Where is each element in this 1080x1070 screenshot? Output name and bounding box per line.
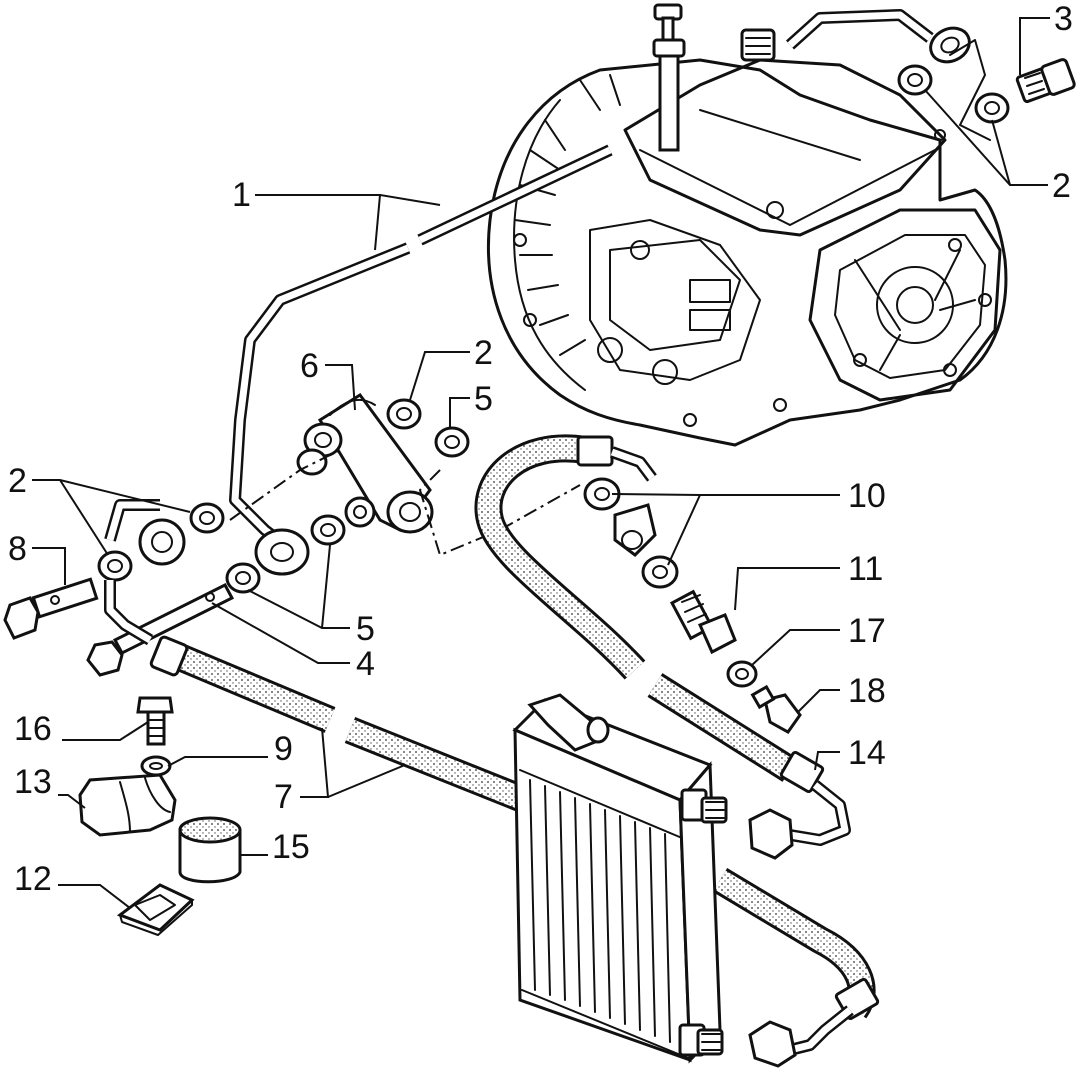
callout-13: 13 [14,763,52,801]
hose-fitting-bottom-right [748,977,880,1068]
union-nut [344,496,376,528]
callout-5-bottom: 5 [356,610,375,648]
callout-2-left: 2 [8,462,27,500]
bolt-16 [136,696,174,746]
hose-fitting-upper [576,435,657,482]
washer-10-lower [641,555,679,589]
axis-line-2 [418,469,581,557]
washer-17 [726,660,758,688]
callout-8: 8 [8,530,27,568]
callout-18: 18 [848,672,886,710]
bracket-13 [78,773,177,837]
washer-5-top [434,426,470,458]
temperature-sensor-18 [750,684,802,734]
banjo-bolt-8 [3,577,99,640]
callout-6: 6 [300,347,319,385]
hose-fitting-lower-right [748,750,851,860]
banjo-bolt-11 [669,589,737,655]
callout-9: 9 [274,730,293,768]
gearbox-housing [486,28,1008,447]
callout-4: 4 [356,645,375,683]
rubber-bush-15 [178,816,242,884]
callout-14: 14 [848,734,886,772]
callout-7: 7 [274,778,293,816]
washer-2-left-a [189,502,225,534]
callout-labels: 1 2 3 6 2 5 2 8 5 4 10 11 17 18 14 16 9 … [8,0,1073,898]
oil-pipe-1 [229,144,613,550]
callout-16: 16 [14,710,52,748]
washer-2-left-b [97,550,133,582]
return-pipe-top [785,9,971,64]
clip-nut-12 [116,883,195,936]
washer-bracket-lines [949,39,991,141]
callout-11: 11 [848,550,883,588]
banjo-fitting-10 [613,503,657,557]
seal-washer-top-2 [974,92,1010,124]
banjo-fitting-left [104,499,186,566]
callout-2-top-right: 2 [1052,167,1071,205]
washer-9 [140,755,172,777]
leader-lines [32,17,1050,909]
callout-5-top: 5 [474,380,493,418]
oil-cooler [512,693,728,1064]
axis-line-1 [229,449,341,521]
callout-1: 1 [232,176,251,214]
callout-15: 15 [272,828,310,866]
washer-5-lower-a [310,514,346,546]
hose-7 [149,635,531,813]
seal-washer-top-1 [897,64,933,96]
breather-tube [652,3,686,152]
callout-10: 10 [848,477,886,515]
callout-12: 12 [14,860,52,898]
callout-17: 17 [848,612,886,650]
banjo-bolt-top [1015,58,1076,104]
callout-3: 3 [1054,0,1073,38]
washer-5-lower-b [225,562,261,594]
washer-2-mid [386,398,422,430]
banjo-fitting-pipe-1 [254,528,310,576]
callout-2-mid: 2 [474,334,493,372]
